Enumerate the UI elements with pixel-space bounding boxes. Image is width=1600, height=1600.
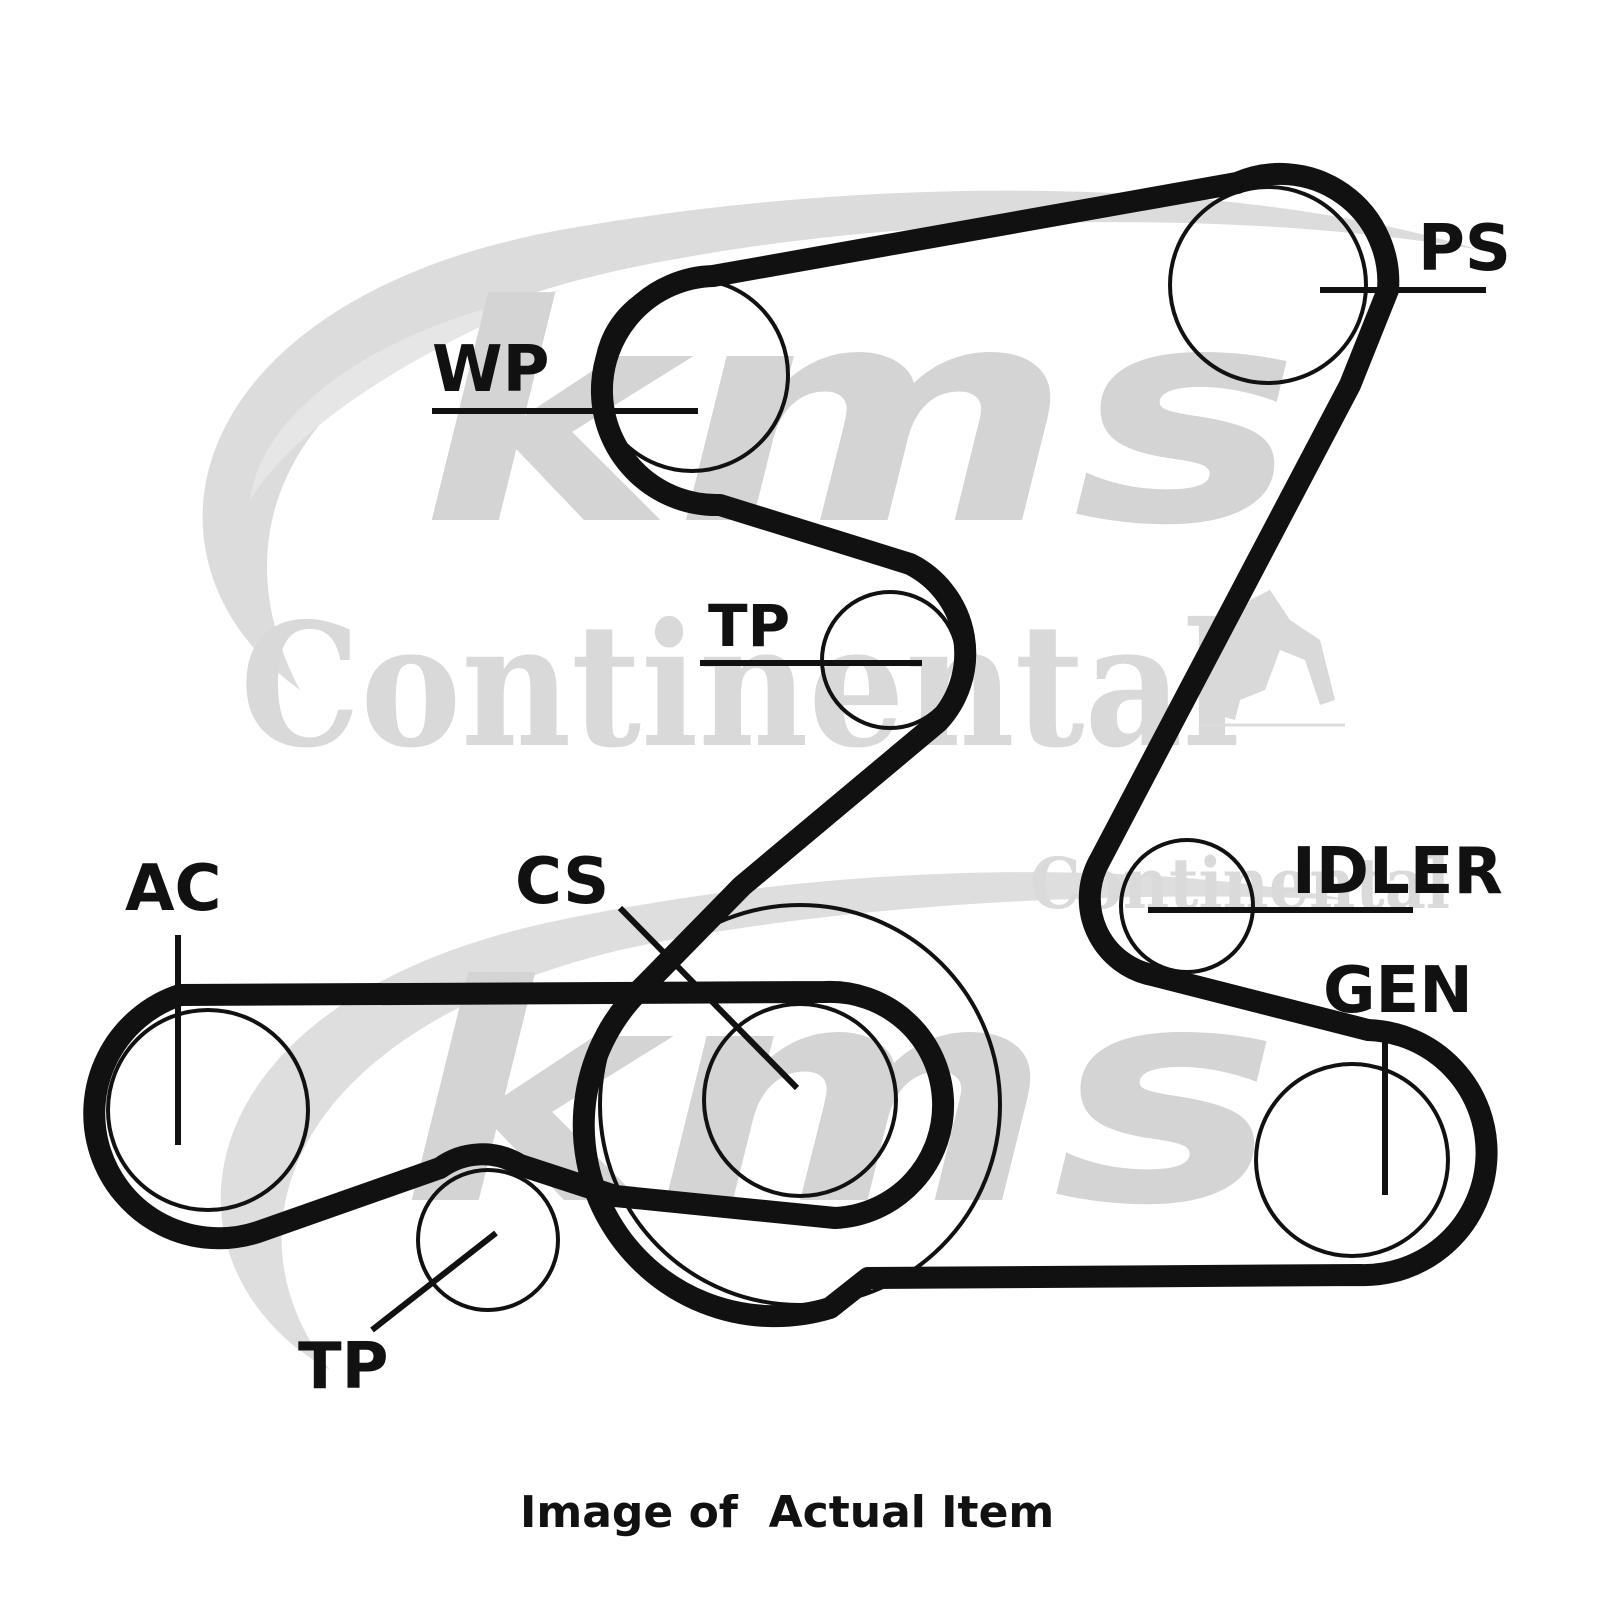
pulley-ps <box>1168 185 1368 385</box>
pulley-gen <box>1254 1062 1450 1258</box>
pulley-tp-lower <box>416 1168 560 1312</box>
watermark-kms-upper: kms <box>420 242 1300 591</box>
leader-tp-lower <box>370 1230 498 1333</box>
pulley-cs-outer <box>598 903 1002 1307</box>
serpentine-belt <box>83 162 1498 1328</box>
component-labels: WP PS TP IDLER GEN AC CS TP <box>125 212 1511 1404</box>
label-ac: AC <box>125 852 222 926</box>
pulley-cs-inner <box>702 1002 898 1198</box>
pulley-ac <box>106 1008 310 1212</box>
belt-inner-loop <box>83 980 955 1250</box>
label-tp-upper: TP <box>708 592 790 660</box>
label-wp: WP <box>432 333 550 407</box>
leader-cs <box>617 905 800 1091</box>
label-gen: GEN <box>1323 954 1473 1028</box>
image-caption: Image of Actual Item <box>520 1487 1054 1538</box>
watermark-horse-icon <box>1200 590 1335 720</box>
label-ps: PS <box>1418 212 1511 286</box>
watermark-continental-upper: Continental <box>240 586 1240 786</box>
label-tp-lower: TP <box>298 1330 389 1404</box>
pulley-idler <box>1119 838 1255 974</box>
leader-lines <box>175 287 1486 1333</box>
pulley-wp <box>594 277 790 473</box>
belt-path <box>572 162 1498 1328</box>
pulleys <box>106 185 1450 1312</box>
label-cs: CS <box>515 845 609 919</box>
label-idler: IDLER <box>1292 835 1503 909</box>
